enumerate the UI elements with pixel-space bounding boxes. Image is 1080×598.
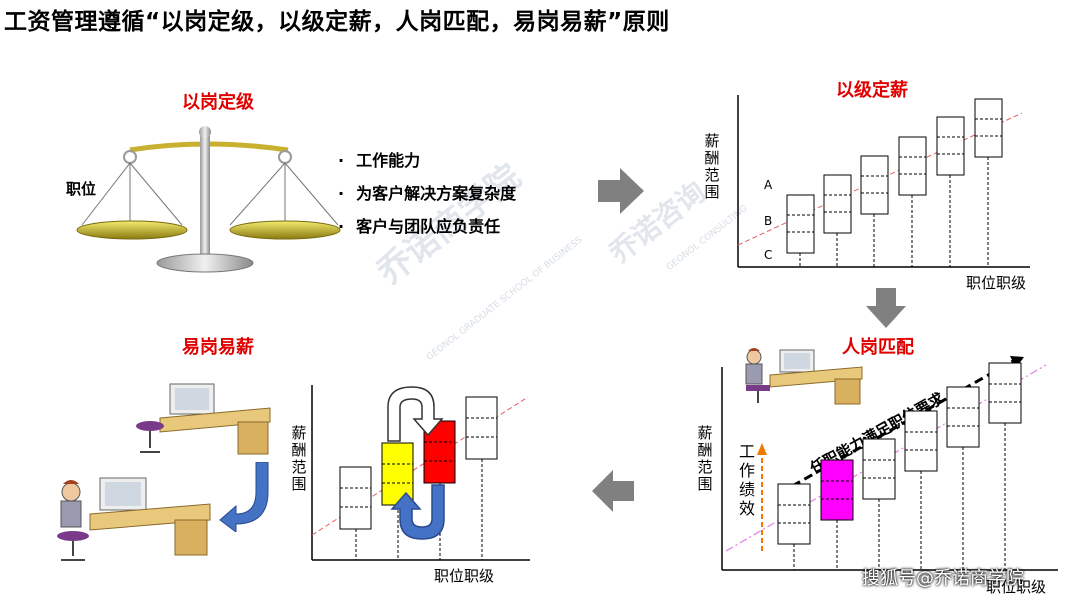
balance-scale-icon	[76, 126, 341, 273]
watermark-en-text: GEONOL GRADUATE SCHOOL OF BUSINESS	[425, 235, 585, 363]
panel-2-title: 以级定薪	[836, 80, 908, 101]
person-at-computer-icon	[57, 477, 211, 561]
band	[988, 362, 1022, 424]
band	[339, 466, 372, 530]
band	[974, 98, 1003, 158]
bullet-item: 客户与团队应负责任	[338, 210, 516, 243]
band	[823, 174, 852, 234]
arrow-down-icon	[866, 288, 906, 328]
band-label-c: C	[764, 248, 773, 262]
panel-1-left-label: 职位	[66, 180, 97, 198]
band	[820, 459, 854, 521]
band	[898, 136, 927, 196]
band-label-a: A	[764, 178, 773, 192]
person-at-desk-icon	[136, 383, 271, 455]
panel-4-chart	[311, 385, 530, 561]
band	[862, 438, 896, 500]
panel-3-side-label: 工作绩效	[738, 442, 755, 518]
panel-4-title: 易岗易薪	[182, 337, 254, 358]
bullet-item: 为客户解决方案复杂度	[338, 177, 516, 210]
panel-3-title: 人岗匹配	[842, 337, 914, 358]
arrow-left-icon	[592, 470, 634, 512]
band	[946, 386, 980, 448]
band	[860, 155, 889, 215]
panel-2-x-label: 职位职级	[966, 274, 1027, 292]
panel-1-title: 以岗定级	[182, 92, 254, 113]
bullet-item: 工作能力	[338, 144, 516, 177]
page-title: 工资管理遵循“以岗定级，以级定薪，人岗匹配，易岗易薪”原则	[4, 9, 670, 35]
band	[936, 116, 965, 176]
panel-1-bullets: 工作能力 为客户解决方案复杂度 客户与团队应负责任	[338, 144, 516, 243]
panel-2-y-label: 薪酬范围	[704, 132, 720, 201]
panel-4-x-label: 职位职级	[434, 567, 495, 585]
band	[465, 396, 498, 460]
panel-3-x-label: 职位职级	[986, 578, 1047, 596]
salary-bands	[786, 98, 1003, 254]
watermark-en: GEONOL GRADUATE SCHOOL OF BUSINESS	[425, 235, 584, 363]
panel-3-y-label: 薪酬范围	[697, 424, 713, 493]
panel-4-y-label: 薪酬范围	[291, 424, 307, 493]
band	[786, 194, 815, 254]
panel-3-chart	[721, 356, 1058, 571]
panel-2-chart	[737, 95, 1030, 268]
curved-arrow-down-icon	[219, 462, 269, 532]
band	[777, 483, 811, 545]
band	[904, 410, 938, 472]
person-at-desk-icon	[745, 348, 863, 405]
arrow-right-icon	[598, 168, 644, 214]
band-label-b: B	[764, 214, 773, 228]
footer-credit: 搜狐号@乔诺商学院	[862, 568, 1024, 589]
